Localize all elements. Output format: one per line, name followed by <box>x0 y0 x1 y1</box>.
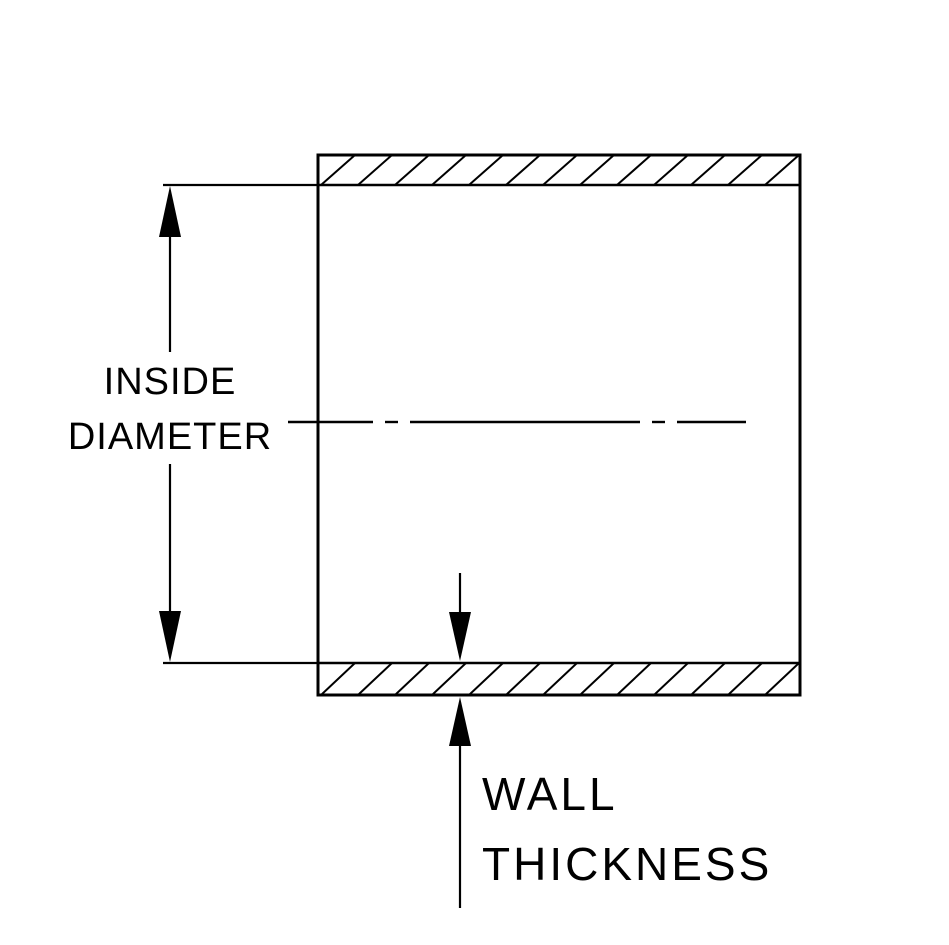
up-arrowhead-icon <box>449 697 471 746</box>
wall-thickness-label-line1: WALL <box>482 768 618 820</box>
down-arrowhead-icon <box>449 612 471 661</box>
top-wall-hatch <box>320 154 800 186</box>
inside-diameter-label-line1: INSIDE <box>104 361 237 403</box>
wall-thickness-dimension: WALL THICKNESS <box>449 573 772 908</box>
down-arrowhead-icon <box>159 611 181 662</box>
bottom-wall-hatch <box>320 662 800 696</box>
inside-diameter-dimension: INSIDE DIAMETER <box>68 183 318 665</box>
wall-thickness-label-line2: THICKNESS <box>482 838 772 890</box>
up-arrowhead-icon <box>159 186 181 237</box>
inside-diameter-label-line2: DIAMETER <box>68 416 272 458</box>
tube-body-outline <box>316 153 802 697</box>
